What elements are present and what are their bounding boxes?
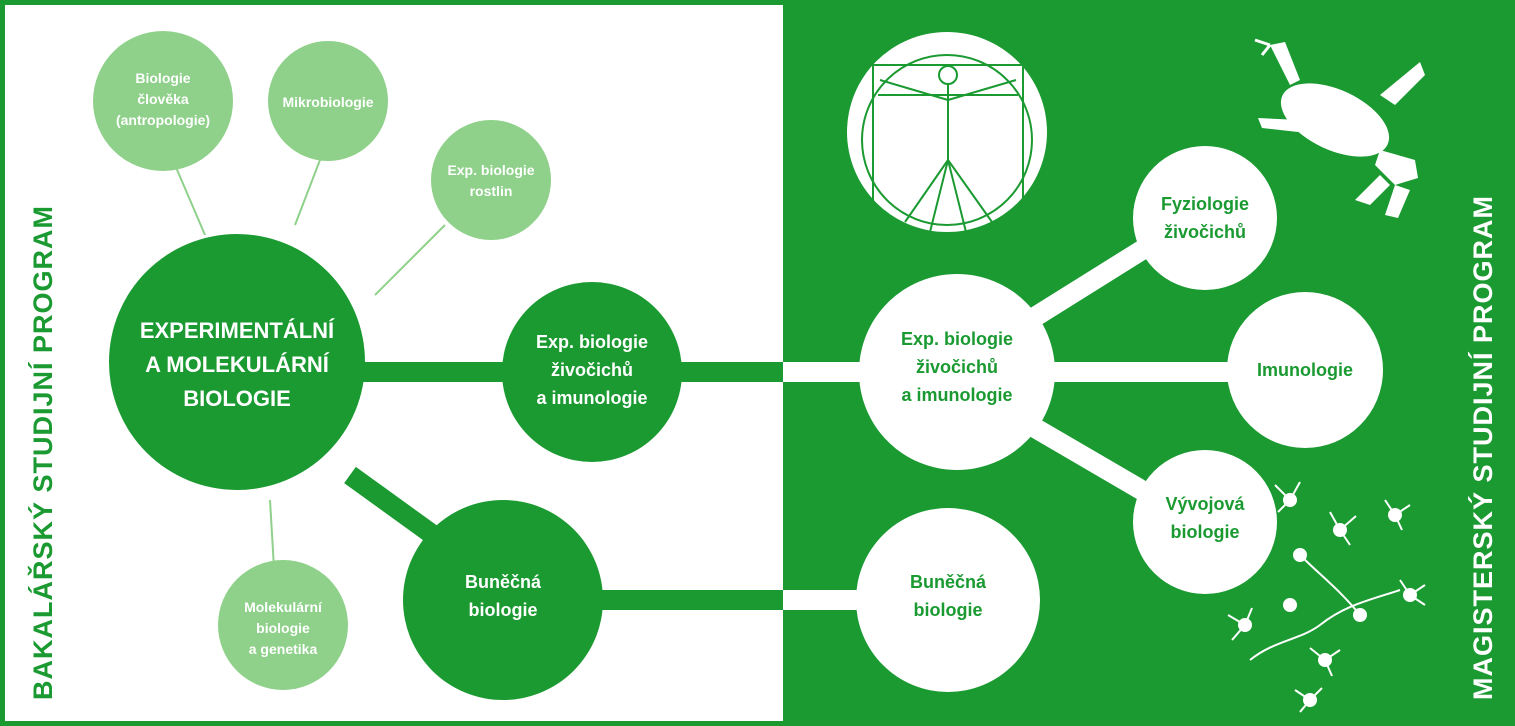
- main-label-3: BIOLOGIE: [183, 386, 291, 411]
- master-program-title: MAGISTERSKÝ STUDIJNÍ PROGRAM: [1467, 195, 1498, 700]
- development-label-2: biologie: [1171, 522, 1240, 542]
- animals-bachelor-label-2: živočichů: [551, 360, 633, 380]
- thick-connectors-left: [344, 362, 783, 610]
- development-label-1: Vývojová: [1165, 494, 1245, 514]
- connector-micro: [294, 159, 321, 226]
- main-label-2: A MOLEKULÁRNÍ: [145, 352, 330, 377]
- physiology-label-1: Fyziologie: [1161, 194, 1249, 214]
- animals-master-label-2: živočichů: [916, 357, 998, 377]
- plant-biology-label-2: rostlin: [470, 183, 513, 199]
- node-human-biology: [93, 31, 233, 171]
- neurons-icon: [1227, 481, 1426, 713]
- node-cell-bachelor: [403, 500, 603, 700]
- microbiology-label: Mikrobiologie: [283, 94, 374, 110]
- node-cell-master: [856, 508, 1040, 692]
- molgen-label-2: biologie: [256, 620, 310, 636]
- node-microbiology: [268, 41, 388, 161]
- cell-bachelor-label-1: Buněčná: [465, 572, 542, 592]
- animals-bachelor-label-3: a imunologie: [536, 388, 647, 408]
- node-physiology: [1133, 146, 1277, 290]
- bachelor-program-title: BAKALÁŘSKÝ STUDIJNÍ PROGRAM: [27, 205, 58, 700]
- plant-biology-label-1: Exp. biologie: [447, 162, 534, 178]
- connector-plants: [374, 224, 446, 296]
- connector-human: [174, 164, 206, 236]
- cell-master-label-1: Buněčná: [910, 572, 987, 592]
- connector-animals-development: [1024, 416, 1156, 504]
- satellite-circles: [93, 31, 551, 690]
- cell-bachelor-label-2: biologie: [469, 600, 538, 620]
- connector-main-cell: [344, 466, 446, 549]
- node-development: [1133, 450, 1277, 594]
- node-animals-master: [859, 274, 1055, 470]
- thick-connectors-right: [783, 236, 1235, 610]
- human-biology-label-1: Biologie: [135, 70, 190, 86]
- cell-master-label-2: biologie: [914, 600, 983, 620]
- animals-bachelor-label-1: Exp. biologie: [536, 332, 648, 352]
- physiology-label-2: živočichů: [1164, 222, 1246, 242]
- vitruvian-man-icon: [847, 32, 1047, 241]
- node-molecular-genetics: [218, 560, 348, 690]
- main-label-1: EXPERIMENTÁLNÍ: [140, 318, 335, 343]
- animals-master-label-1: Exp. biologie: [901, 329, 1013, 349]
- molgen-label-1: Molekulární: [244, 599, 323, 615]
- node-immunology: [1227, 292, 1383, 448]
- connector-animals-physiology: [1024, 236, 1156, 329]
- node-plant-biology: [431, 120, 551, 240]
- node-animals-bachelor: [502, 282, 682, 462]
- immunology-label: Imunologie: [1257, 360, 1353, 380]
- animals-master-label-3: a imunologie: [901, 385, 1012, 405]
- human-biology-label-2: člověka: [137, 91, 189, 107]
- human-biology-label-3: (antropologie): [116, 112, 210, 128]
- frog-icon: [1254, 38, 1425, 218]
- node-main: [109, 234, 365, 490]
- molgen-label-3: a genetika: [249, 641, 318, 657]
